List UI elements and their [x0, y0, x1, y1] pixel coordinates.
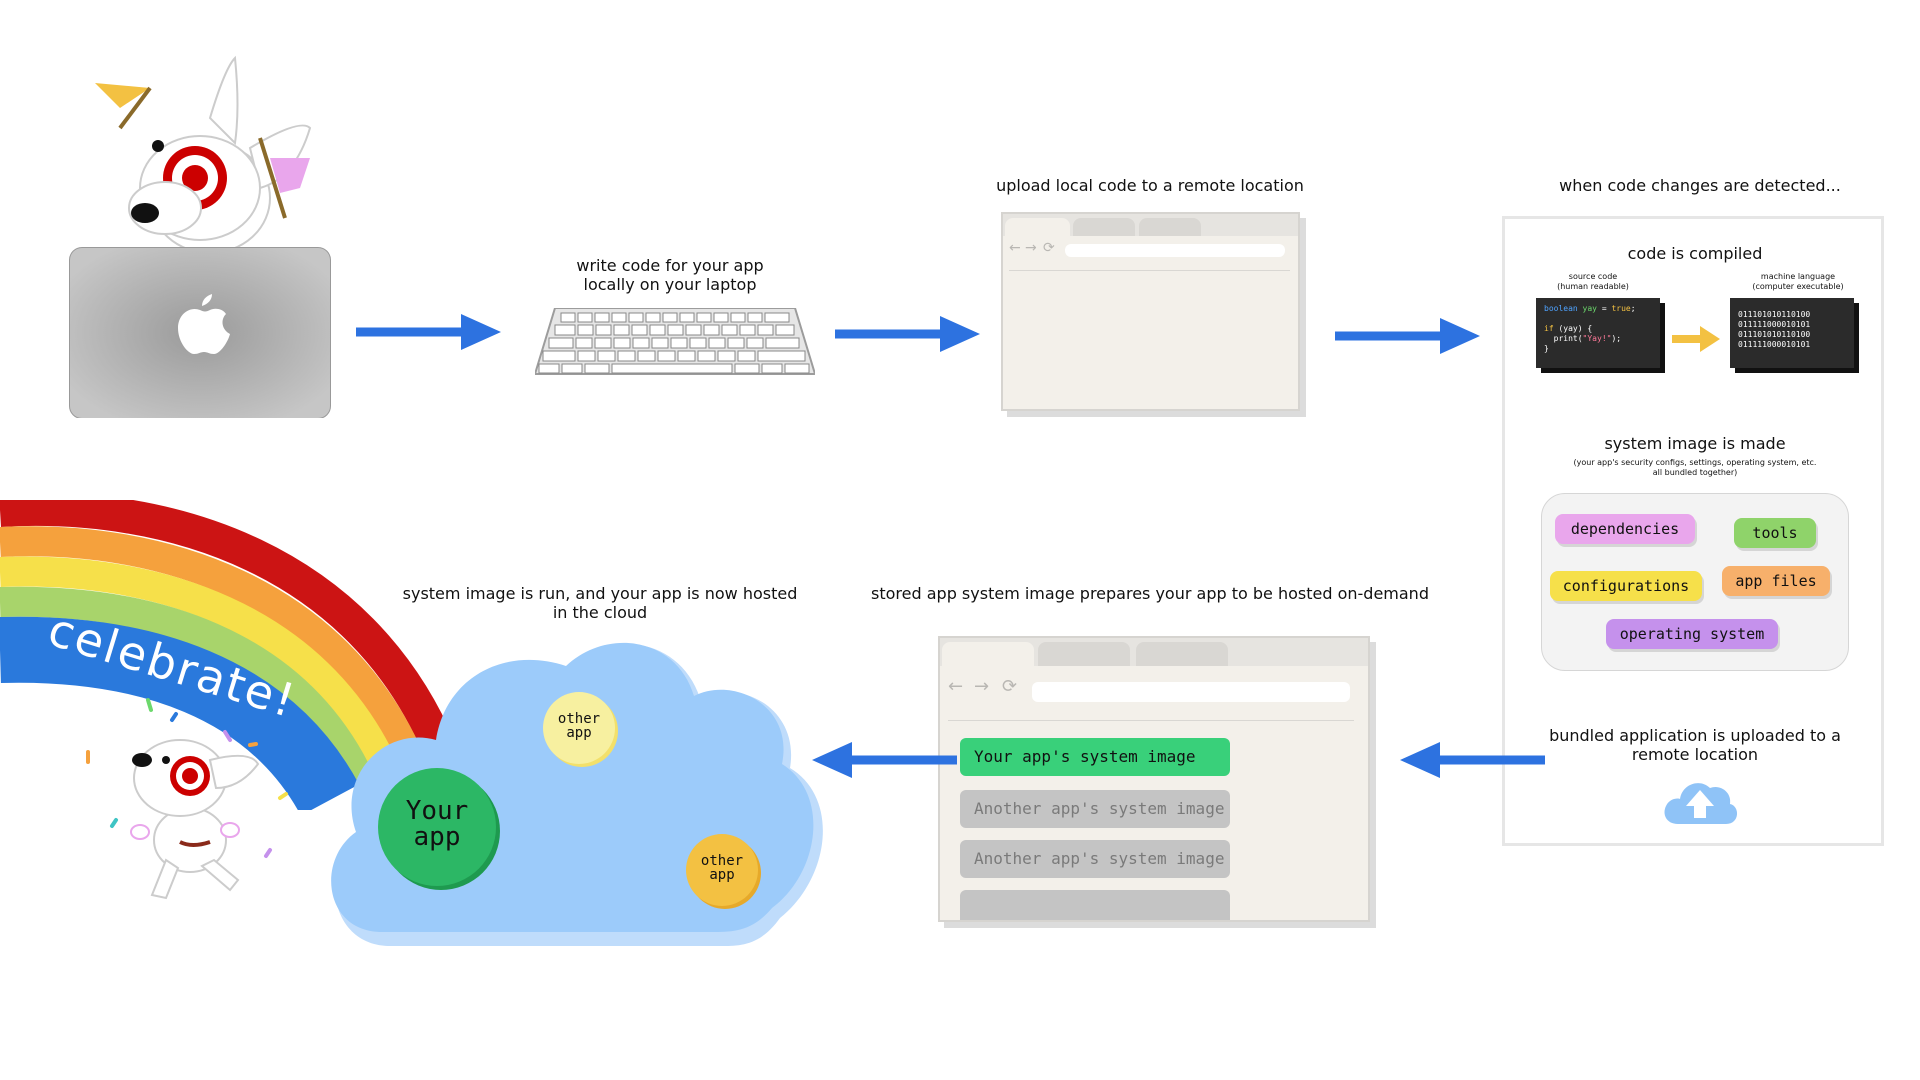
- step-detect-caption: when code changes are detected...: [1559, 176, 1841, 195]
- source-code-panel: boolean yay = true; if (yay) { print("Ya…: [1536, 298, 1660, 368]
- remote-browser-window: ← → ⟳: [1001, 212, 1300, 411]
- url-bar: [1032, 682, 1350, 702]
- cloud-other-app: other app: [543, 692, 615, 764]
- arrow-right-1: [356, 314, 501, 350]
- source-code-label: source code (human readable): [1557, 272, 1629, 291]
- bundle-item-dependencies: dependencies: [1555, 514, 1695, 544]
- cloud-your-app: Your app: [378, 768, 496, 886]
- rainbow-illustration: [0, 500, 456, 810]
- mascot-laptop-illustration: [60, 48, 340, 419]
- keyboard-icon: [533, 307, 817, 378]
- refresh-icon: ⟳: [1043, 240, 1055, 256]
- arrow-left-2: [812, 742, 957, 778]
- step-run-caption: system image is run, and your app is now…: [402, 584, 798, 622]
- dancing-mascot-illustration: [80, 690, 300, 910]
- cloud-other-app: other app: [686, 834, 758, 906]
- registry-row-your-app: Your app's system image: [960, 738, 1230, 776]
- cloud-upload-icon: [1664, 783, 1738, 824]
- bundle-item-app-files: app files: [1722, 566, 1830, 596]
- arrow-left-1: [1400, 742, 1545, 778]
- step-write-code-caption: write code for your app locally on your …: [576, 256, 764, 294]
- registry-browser-window: ← → ⟳ Your app's system image Another ap…: [938, 636, 1370, 922]
- back-icon: ←: [948, 676, 964, 697]
- forward-icon: →: [1025, 240, 1037, 256]
- step-image-made-caption: system image is made: [1604, 434, 1786, 453]
- forward-icon: →: [974, 676, 990, 697]
- step-stored-caption: stored app system image prepares your ap…: [871, 584, 1429, 603]
- machine-language-label: machine language (computer executable): [1752, 272, 1844, 291]
- machine-code-panel: 011101010110100 011111000010101 01110101…: [1730, 298, 1854, 368]
- step-upload-caption: upload local code to a remote location: [996, 176, 1304, 195]
- refresh-icon: ⟳: [1002, 676, 1018, 697]
- back-icon: ←: [1009, 240, 1021, 256]
- registry-row-empty: [960, 890, 1230, 920]
- registry-row-other-app: Another app's system image: [960, 790, 1230, 828]
- image-made-note: (your app's security configs, settings, …: [1573, 458, 1817, 477]
- registry-row-other-app: Another app's system image: [960, 840, 1230, 878]
- step-uploaded-caption: bundled application is uploaded to a rem…: [1549, 726, 1841, 764]
- bundle-item-tools: tools: [1734, 518, 1816, 548]
- arrow-right-2: [835, 316, 980, 352]
- url-bar: [1065, 244, 1285, 257]
- bundle-item-configurations: configurations: [1550, 571, 1702, 601]
- arrow-right-3: [1335, 318, 1480, 354]
- step-compiled-caption: code is compiled: [1627, 244, 1763, 263]
- compile-arrow-icon: [1672, 326, 1720, 352]
- bundle-item-operating-system: operating system: [1606, 619, 1778, 649]
